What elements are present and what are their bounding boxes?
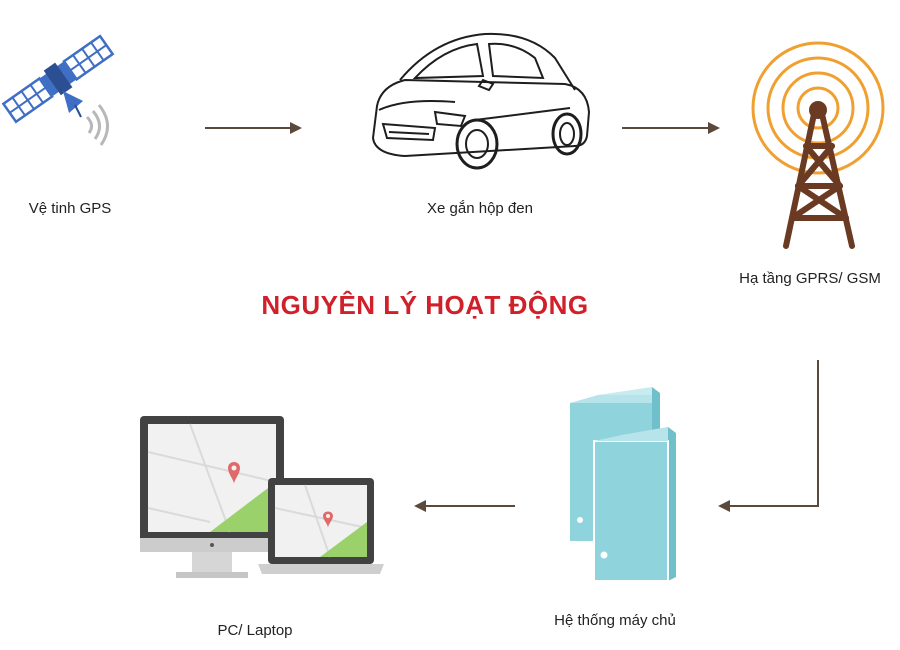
car-node bbox=[365, 28, 595, 173]
tower-node bbox=[740, 18, 890, 253]
satellite-node bbox=[1, 5, 115, 155]
diagram-title: NGUYÊN LÝ HOẠT ĐỘNG bbox=[261, 290, 589, 320]
server-label: Hệ thống máy chủ bbox=[554, 612, 676, 629]
satellite-label: Vệ tinh GPS bbox=[28, 200, 112, 217]
radio-tower-icon bbox=[751, 41, 885, 249]
computer-label: PC/ Laptop bbox=[217, 622, 293, 639]
car-icon bbox=[371, 32, 591, 170]
tower-label: Hạ tầng GPRS/ GSM bbox=[739, 270, 881, 287]
computer-node bbox=[140, 412, 390, 582]
pc-laptop-icon bbox=[140, 416, 384, 578]
server-node bbox=[560, 385, 680, 585]
arrow-car-to-tower bbox=[622, 122, 720, 134]
arrow-satellite-to-car bbox=[205, 122, 302, 134]
arrow-tower-to-server bbox=[718, 360, 819, 512]
satellite-icon bbox=[1, 34, 115, 146]
server-icon bbox=[570, 387, 676, 582]
arrow-server-to-computer bbox=[414, 500, 515, 512]
car-label: Xe gắn hộp đen bbox=[427, 200, 533, 217]
